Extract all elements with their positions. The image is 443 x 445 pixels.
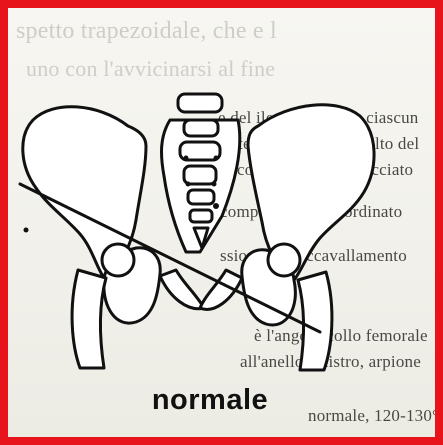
pelvis-illustration — [8, 8, 435, 437]
figure-caption: normale — [90, 384, 330, 417]
scanned-page: spetto trapezoidale, che e l uno con l'a… — [8, 8, 435, 437]
